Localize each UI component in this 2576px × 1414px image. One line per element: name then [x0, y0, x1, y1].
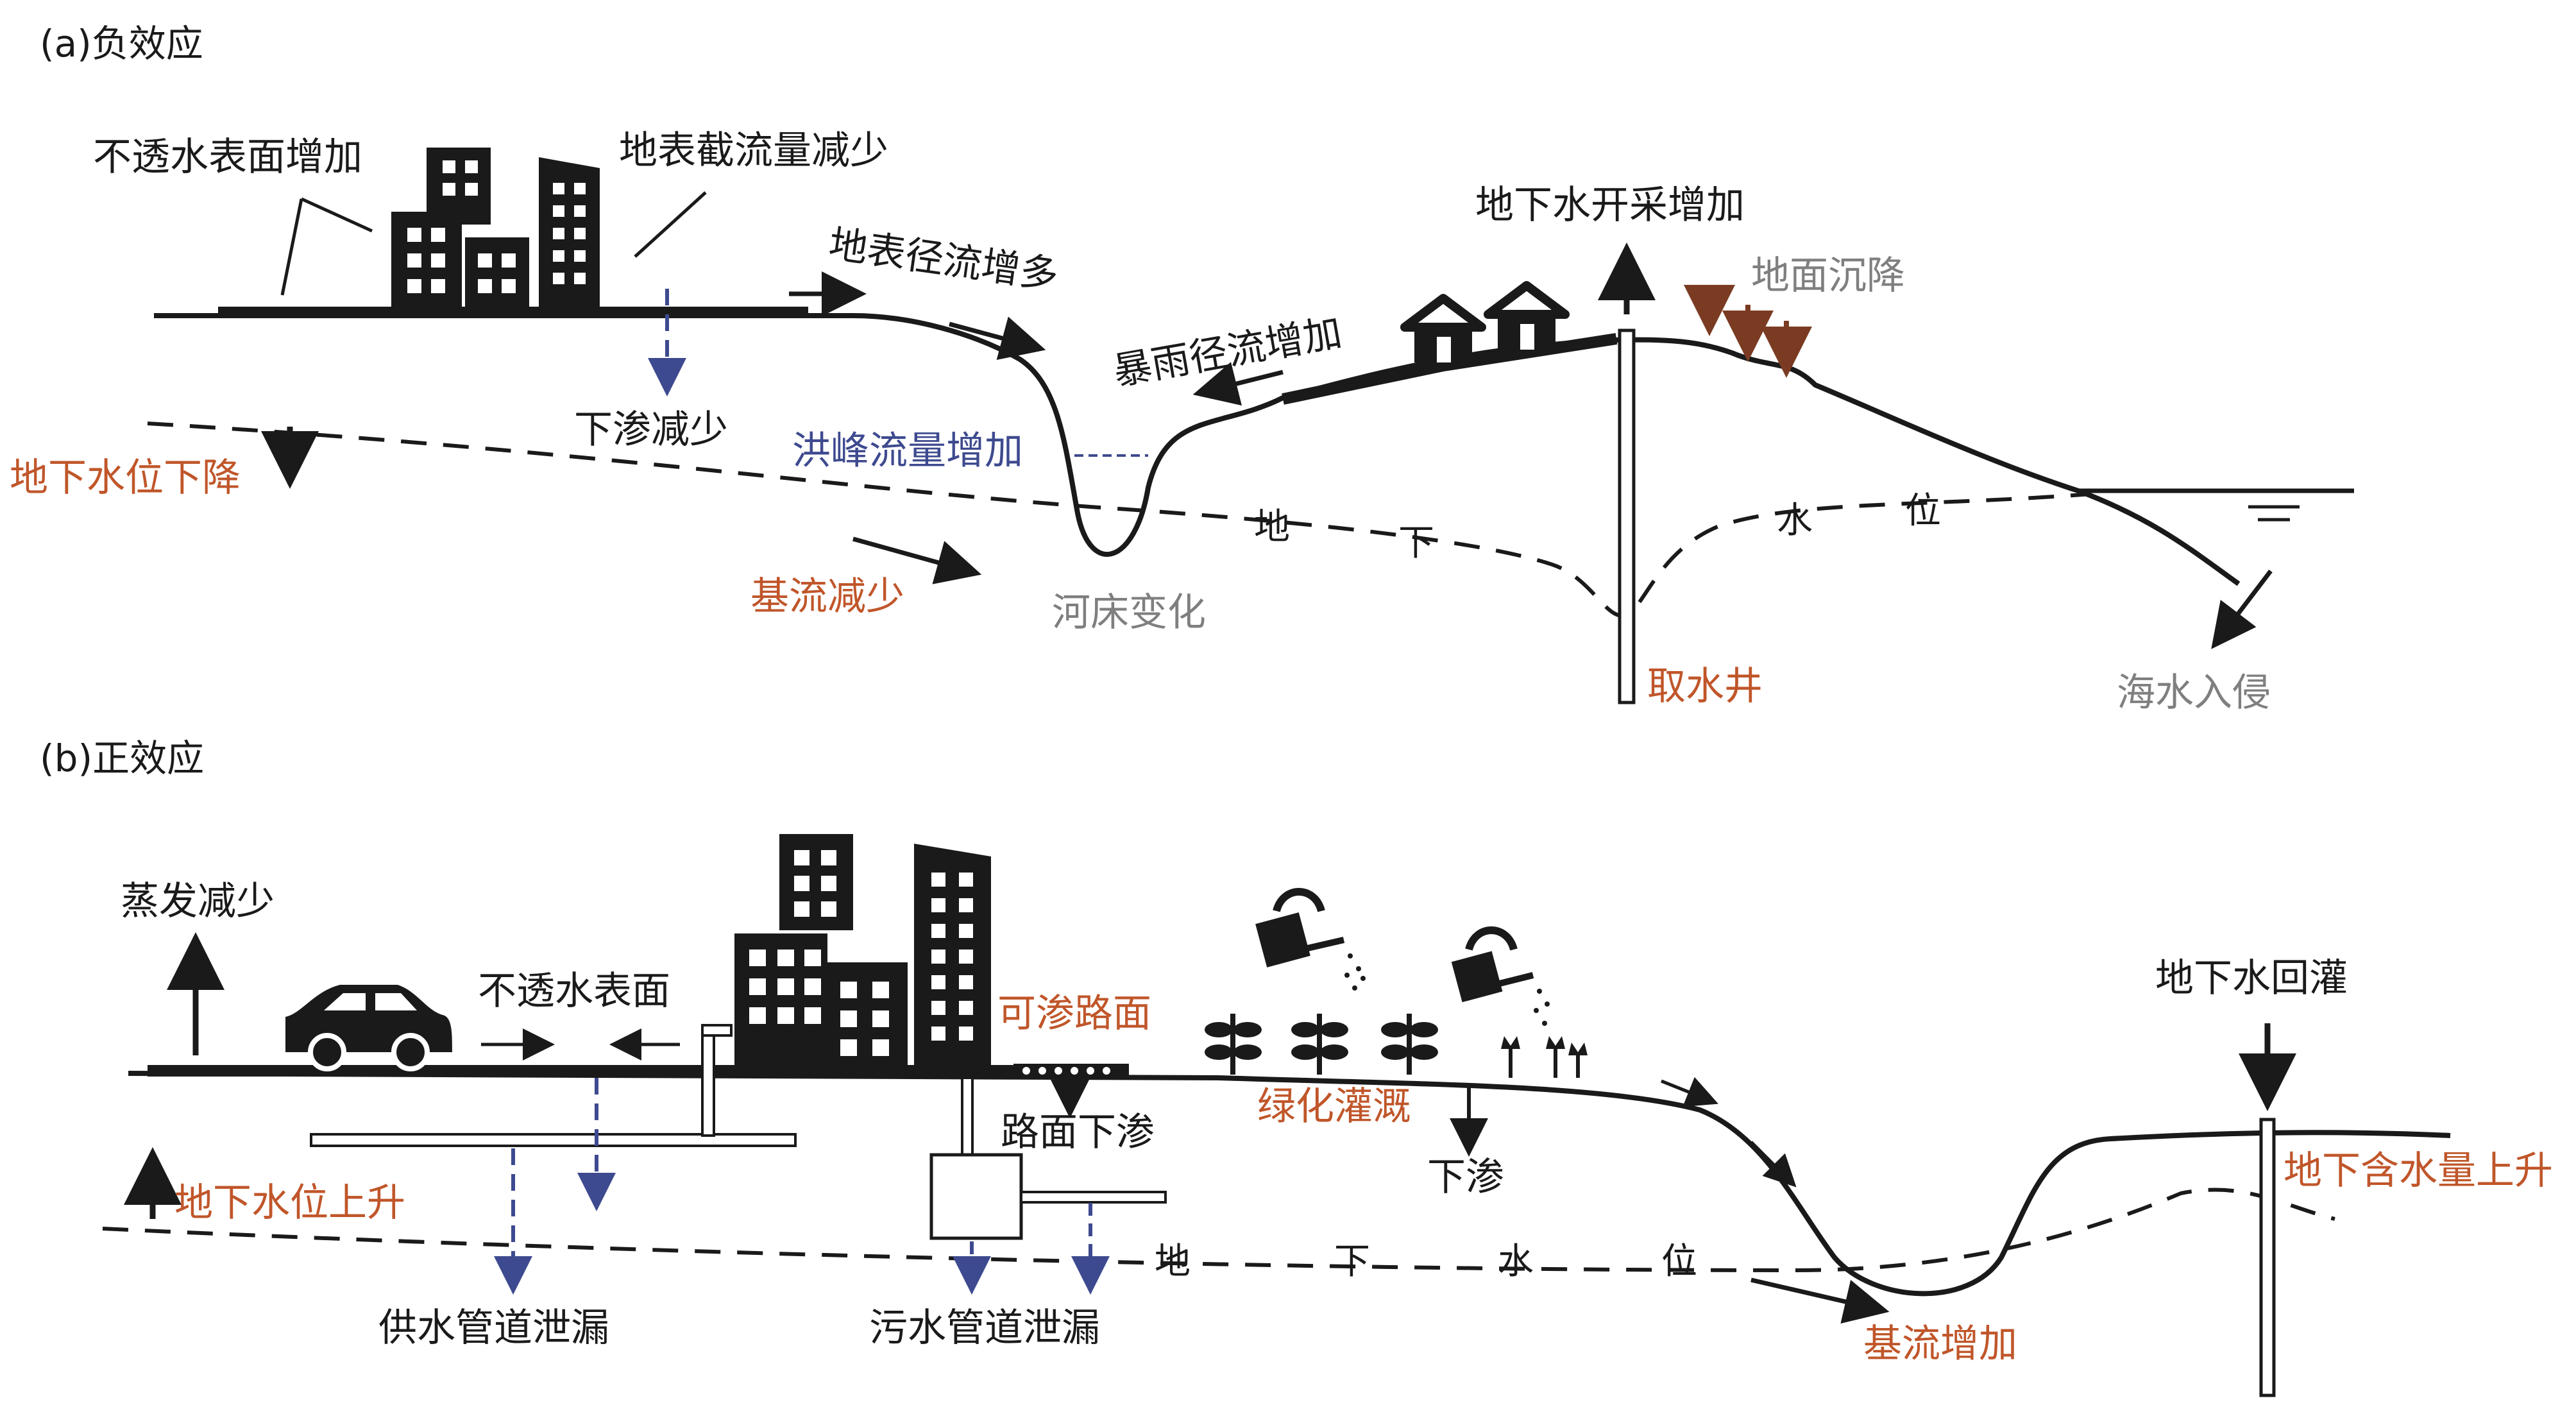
label-supply-pipe-leak: 供水管道泄漏	[378, 1306, 609, 1350]
subsidence-arrows-icon	[1684, 285, 1812, 378]
label-impervious-surface: 不透水表面	[478, 969, 670, 1014]
label-infiltration: 下渗	[1427, 1155, 1504, 1200]
label-interception-decrease: 地表截流量减少	[619, 128, 888, 173]
water-table-b-char-3: 水	[1498, 1241, 1534, 1282]
label-groundwater-level-rise: 地下水位上升	[174, 1180, 405, 1225]
supply-pipe-horizontal	[310, 1133, 797, 1147]
label-sewage-pipe-leak: 污水管道泄漏	[869, 1306, 1100, 1350]
water-table-char-1: 地	[1254, 506, 1290, 548]
intake-well-a	[1618, 328, 1636, 704]
ground-surface-b	[128, 1071, 2451, 1297]
leader-interception	[634, 191, 707, 258]
label-impervious-increase: 不透水表面增加	[93, 135, 362, 180]
panel-a: (a)负效应	[10, 22, 2354, 715]
recharge-well	[2259, 1118, 2276, 1397]
label-aquifer-rise: 地下含水量上升	[2284, 1148, 2553, 1193]
arrow-surface-runoff-2	[949, 316, 1046, 361]
watering-can-icon-1	[1255, 888, 1366, 991]
water-table-b-char-2: 下	[1334, 1241, 1370, 1282]
ground-surface-a	[154, 313, 2241, 586]
supply-pipe-cap	[701, 1024, 733, 1037]
water-table-b-char-1: 地	[1155, 1241, 1191, 1282]
water-table-char-4: 位	[1905, 490, 1941, 532]
label-baseflow-increase: 基流增加	[1863, 1322, 2017, 1367]
label-baseflow-decrease: 基流减少	[750, 574, 904, 619]
permeable-pavement-icon	[1013, 1064, 1129, 1078]
arrow-baseflow-dec	[852, 536, 982, 584]
city-buildings-a	[391, 148, 600, 318]
label-riverbed-change: 河床变化	[1052, 590, 1206, 635]
label-evaporation-decrease: 蒸发减少	[121, 879, 275, 924]
panel-b-title: (b)正效应	[40, 737, 204, 780]
arrow-baseflow-inc	[1750, 1277, 1890, 1324]
label-pavement-infiltration: 路面下渗	[1001, 1110, 1155, 1155]
label-flood-peak-increase: 洪峰流量增加	[792, 429, 1023, 473]
water-table-char-3: 水	[1777, 500, 1813, 541]
label-permeable-pavement: 可渗路面	[997, 991, 1151, 1036]
arrow-slope-2	[1750, 1141, 1797, 1188]
arrow-seawater	[2211, 569, 2273, 649]
sewage-pipe-vertical	[961, 1077, 974, 1156]
supply-pipe-vertical	[701, 1025, 715, 1137]
car-icon	[285, 985, 452, 1071]
plants-icon	[1205, 1014, 1588, 1078]
sewage-pipe-horizontal	[1020, 1191, 1167, 1204]
label-groundwater-extraction: 地下水开采增加	[1475, 183, 1745, 228]
water-table-b	[102, 1188, 2335, 1273]
label-storm-runoff-increase: 暴雨径流增加	[1110, 310, 1345, 394]
water-table-b-char-4: 位	[1661, 1241, 1697, 1282]
water-table-a	[147, 422, 2092, 618]
leader-impervious-2	[300, 197, 373, 233]
label-intake-well: 取水井	[1647, 664, 1763, 709]
arrow-slope-1	[1661, 1077, 1718, 1107]
label-seawater-intrusion: 海水入侵	[2117, 670, 2271, 715]
label-surface-runoff-increase: 地表径流增多	[826, 222, 1061, 298]
houses-icon	[1400, 281, 1570, 362]
watering-can-icon-2	[1451, 926, 1550, 1026]
sewage-tank	[929, 1153, 1023, 1240]
water-table-char-2: 下	[1398, 522, 1434, 564]
label-green-irrigation: 绿化灌溉	[1257, 1084, 1411, 1129]
label-land-subsidence: 地面沉降	[1751, 253, 1905, 298]
storm-pavement-a	[1282, 333, 1618, 405]
arrow-storm-runoff	[1192, 362, 1284, 406]
panel-a-title: (a)负效应	[40, 22, 203, 65]
label-groundwater-recharge: 地下水回灌	[2155, 956, 2348, 1001]
label-infiltration-decrease: 下渗减少	[574, 407, 728, 452]
label-groundwater-level-drop: 地下水位下降	[10, 456, 241, 500]
panel-b: (b)正效应	[40, 737, 2553, 1397]
leader-impervious-1	[280, 198, 303, 296]
city-buildings-b	[734, 834, 991, 1075]
